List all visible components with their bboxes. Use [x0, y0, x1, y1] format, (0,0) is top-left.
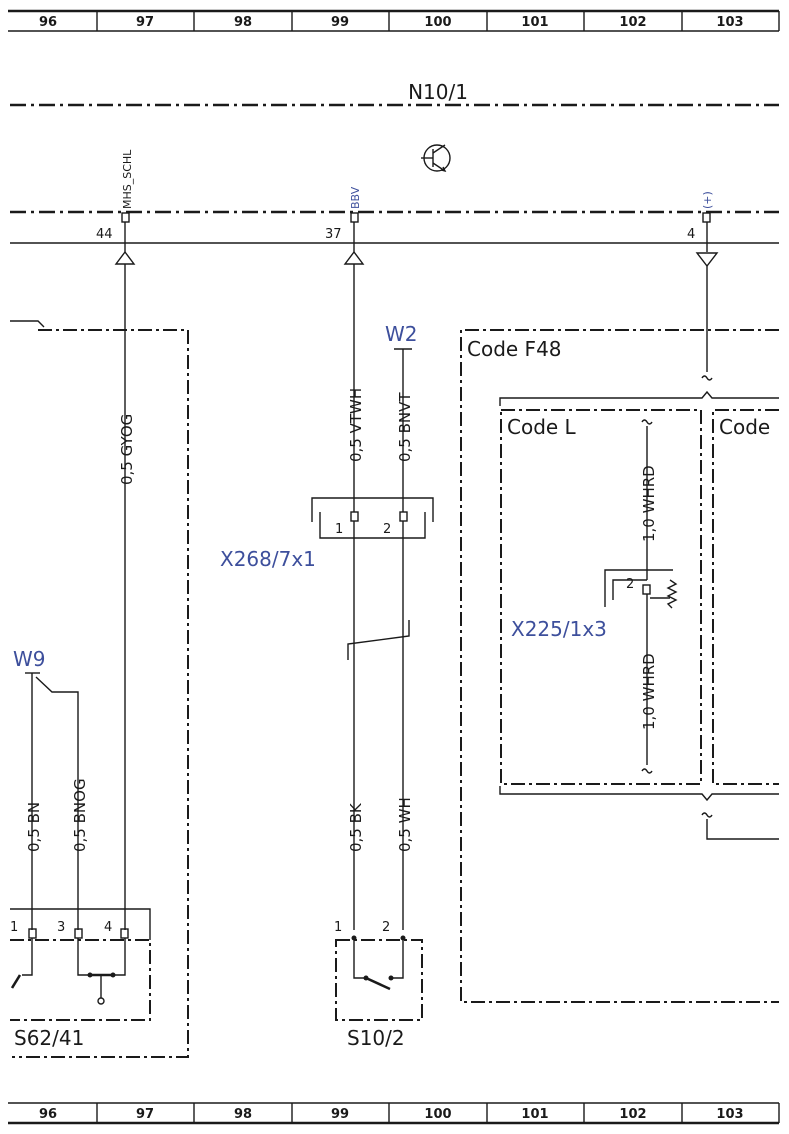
pin-signal-plus: (+): [701, 191, 714, 209]
switch-label-s10-2: S10/2: [347, 1026, 405, 1050]
tilde-break-icon: [641, 419, 653, 425]
grid-col-103: 103: [716, 15, 743, 30]
pin-number-44: 44: [96, 227, 113, 242]
connector-x268-7x1: 1 2 X268/7x1: [220, 497, 434, 571]
grid-col-99: 99: [331, 15, 349, 30]
grid-col-100-bottom: 100: [424, 1107, 451, 1122]
grid-col-102-bottom: 102: [619, 1107, 646, 1122]
s10-pin-2: 2: [382, 920, 390, 935]
option-code-l: Code L: [507, 415, 577, 439]
grid-col-97: 97: [136, 15, 154, 30]
grid-col-96-bottom: 96: [39, 1107, 57, 1122]
x225-pin-2: 2: [626, 577, 634, 592]
wire-label-bnog: 0,5 BNOG: [71, 778, 89, 852]
option-code-right: Code: [719, 415, 770, 439]
module-title: N10/1: [408, 80, 468, 104]
s62-pin-4: 4: [104, 920, 112, 935]
wire-label-bn: 0,5 BN: [25, 802, 43, 852]
pin-signal-bbv: BBV: [349, 186, 362, 209]
wire-label-bk: 0,5 BK: [347, 802, 365, 852]
tilde-break-icon: [701, 812, 713, 818]
x268-pin-1: 1: [335, 522, 343, 537]
ground-ref-w2: W2: [385, 322, 418, 346]
tilde-break-icon: [701, 375, 713, 381]
s62-pin-3: 3: [57, 920, 65, 935]
grid-col-102: 102: [619, 15, 646, 30]
resistor-icon: [666, 579, 678, 609]
ground-ref-w9: W9: [13, 647, 46, 671]
s62-pin-1: 1: [10, 920, 18, 935]
bottom-grid: 96 97 98 99 100 101 102 103: [8, 1102, 780, 1125]
grid-col-96: 96: [39, 15, 57, 30]
grid-col-101-bottom: 101: [521, 1107, 548, 1122]
transistor-icon: [421, 144, 451, 173]
top-grid: 96 97 98 99 100 101 102 103: [8, 9, 780, 32]
wire-label-wh: 0,5 WH: [396, 797, 414, 852]
grid-col-97-bottom: 97: [136, 1107, 154, 1122]
wire-label-whrd-top: 1,0 WHRD: [640, 465, 658, 542]
grid-col-103-bottom: 103: [716, 1107, 743, 1122]
grid-col-100: 100: [424, 15, 451, 30]
pin-signal-mhs-schl: MHS_SCHL: [121, 149, 134, 209]
grid-col-101: 101: [521, 15, 548, 30]
signal-out-arrow-icon: [695, 252, 719, 268]
wire-label-whrd-bottom: 1,0 WHRD: [640, 653, 658, 730]
pin-44-terminal: [121, 212, 130, 223]
module-n10-1: N10/1 MHS_SCHL BBV (+) 44 37 4: [10, 80, 779, 244]
switch-label-s62-41: S62/41: [14, 1026, 84, 1050]
wire-label-bnvt: 0,5 BNVT: [396, 392, 414, 462]
grid-col-98-bottom: 98: [234, 1107, 252, 1122]
connector-label-x268-7x1: X268/7x1: [220, 547, 316, 571]
twisted-pair-icon: [347, 620, 410, 660]
option-code-f48: Code F48: [467, 337, 562, 361]
s10-pin-1: 1: [334, 920, 342, 935]
pin-number-4: 4: [687, 227, 695, 242]
signal-in-arrow-icon: [114, 250, 136, 265]
switch-s10-2: 1 2 S10/2: [334, 920, 423, 1050]
pin-37-terminal: [350, 212, 359, 223]
grid-col-99-bottom: 99: [331, 1107, 349, 1122]
wire-label-gyog: 0,5 GYOG: [118, 414, 136, 485]
connector-label-x225-1x3: X225/1x3: [511, 617, 607, 641]
signal-in-arrow-icon: [343, 250, 365, 265]
pin-number-37: 37: [325, 227, 342, 242]
switch-s62-41: 1 3 4 S62/41: [10, 908, 151, 1050]
wire-label-vtwh: 0,5 VTWH: [347, 388, 365, 462]
tilde-break-icon: [641, 768, 653, 774]
connector-x225-1x3: 2 X225/1x3: [511, 569, 678, 641]
x268-pin-2: 2: [383, 522, 391, 537]
grid-col-98: 98: [234, 15, 252, 30]
pin-4-terminal: [702, 212, 711, 223]
